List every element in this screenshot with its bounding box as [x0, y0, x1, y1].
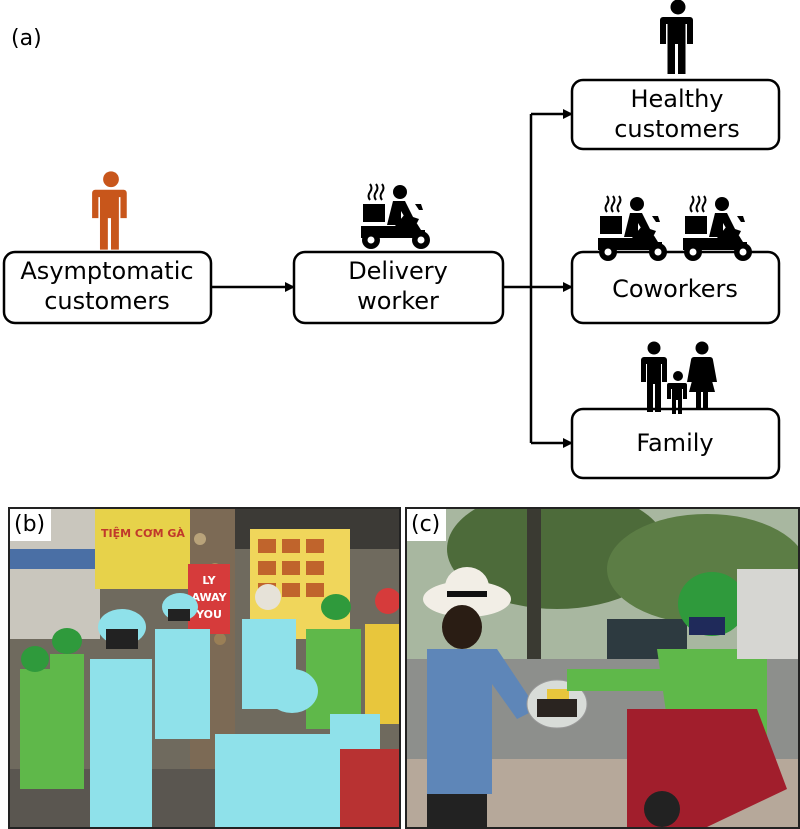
transmission-diagram: (a) Asymptomatic customers Delivery work… [2, 0, 781, 480]
node-coworkers-line1: Coworkers [612, 275, 738, 303]
node-source-line2: customers [44, 287, 170, 315]
node-coworkers-box [570, 250, 781, 325]
shop-sign-text: TIỆM CƠM GÀ [101, 527, 185, 540]
customer-figure [423, 567, 537, 827]
node-family-line1: Family [636, 429, 713, 457]
delivery-worker-figure [567, 569, 798, 827]
family-icon [641, 341, 717, 414]
connectors [211, 109, 573, 448]
food-bag [526, 679, 588, 729]
node-healthy-line1: Healthy [630, 85, 723, 113]
panel-c-label: (c) [407, 509, 447, 541]
red-sign-text: LY [202, 574, 216, 587]
node-family: Family [570, 407, 781, 480]
delivery-worker-figures [20, 584, 399, 827]
person-icon [660, 0, 693, 74]
delivery-scooter-icon [360, 183, 431, 250]
node-worker-line2: worker [357, 287, 439, 315]
node-healthy-line2: customers [614, 115, 740, 143]
panel-b-label: (b) [10, 509, 52, 541]
node-source-line1: Asymptomatic [20, 257, 193, 285]
node-worker-line1: Delivery [348, 257, 448, 285]
node-healthy-box [570, 78, 781, 151]
photo-b-delivery-workers-at-restaurant: TIỆM CƠM GÀ LY AWAY YOU [8, 507, 401, 829]
photo-c-food-handover: (c) [405, 507, 800, 829]
node-source: Asymptomatic customers [2, 250, 213, 325]
node-healthy: Healthy customers [570, 78, 781, 151]
panel-a-label: (a) [11, 26, 42, 51]
node-coworkers: Coworkers [570, 250, 781, 325]
svg-text:YOU: YOU [195, 608, 222, 621]
person-icon [92, 171, 127, 250]
node-source-box [2, 250, 213, 325]
node-worker: Delivery worker [292, 250, 505, 325]
svg-text:AWAY: AWAY [191, 591, 227, 604]
node-worker-box [292, 250, 505, 325]
